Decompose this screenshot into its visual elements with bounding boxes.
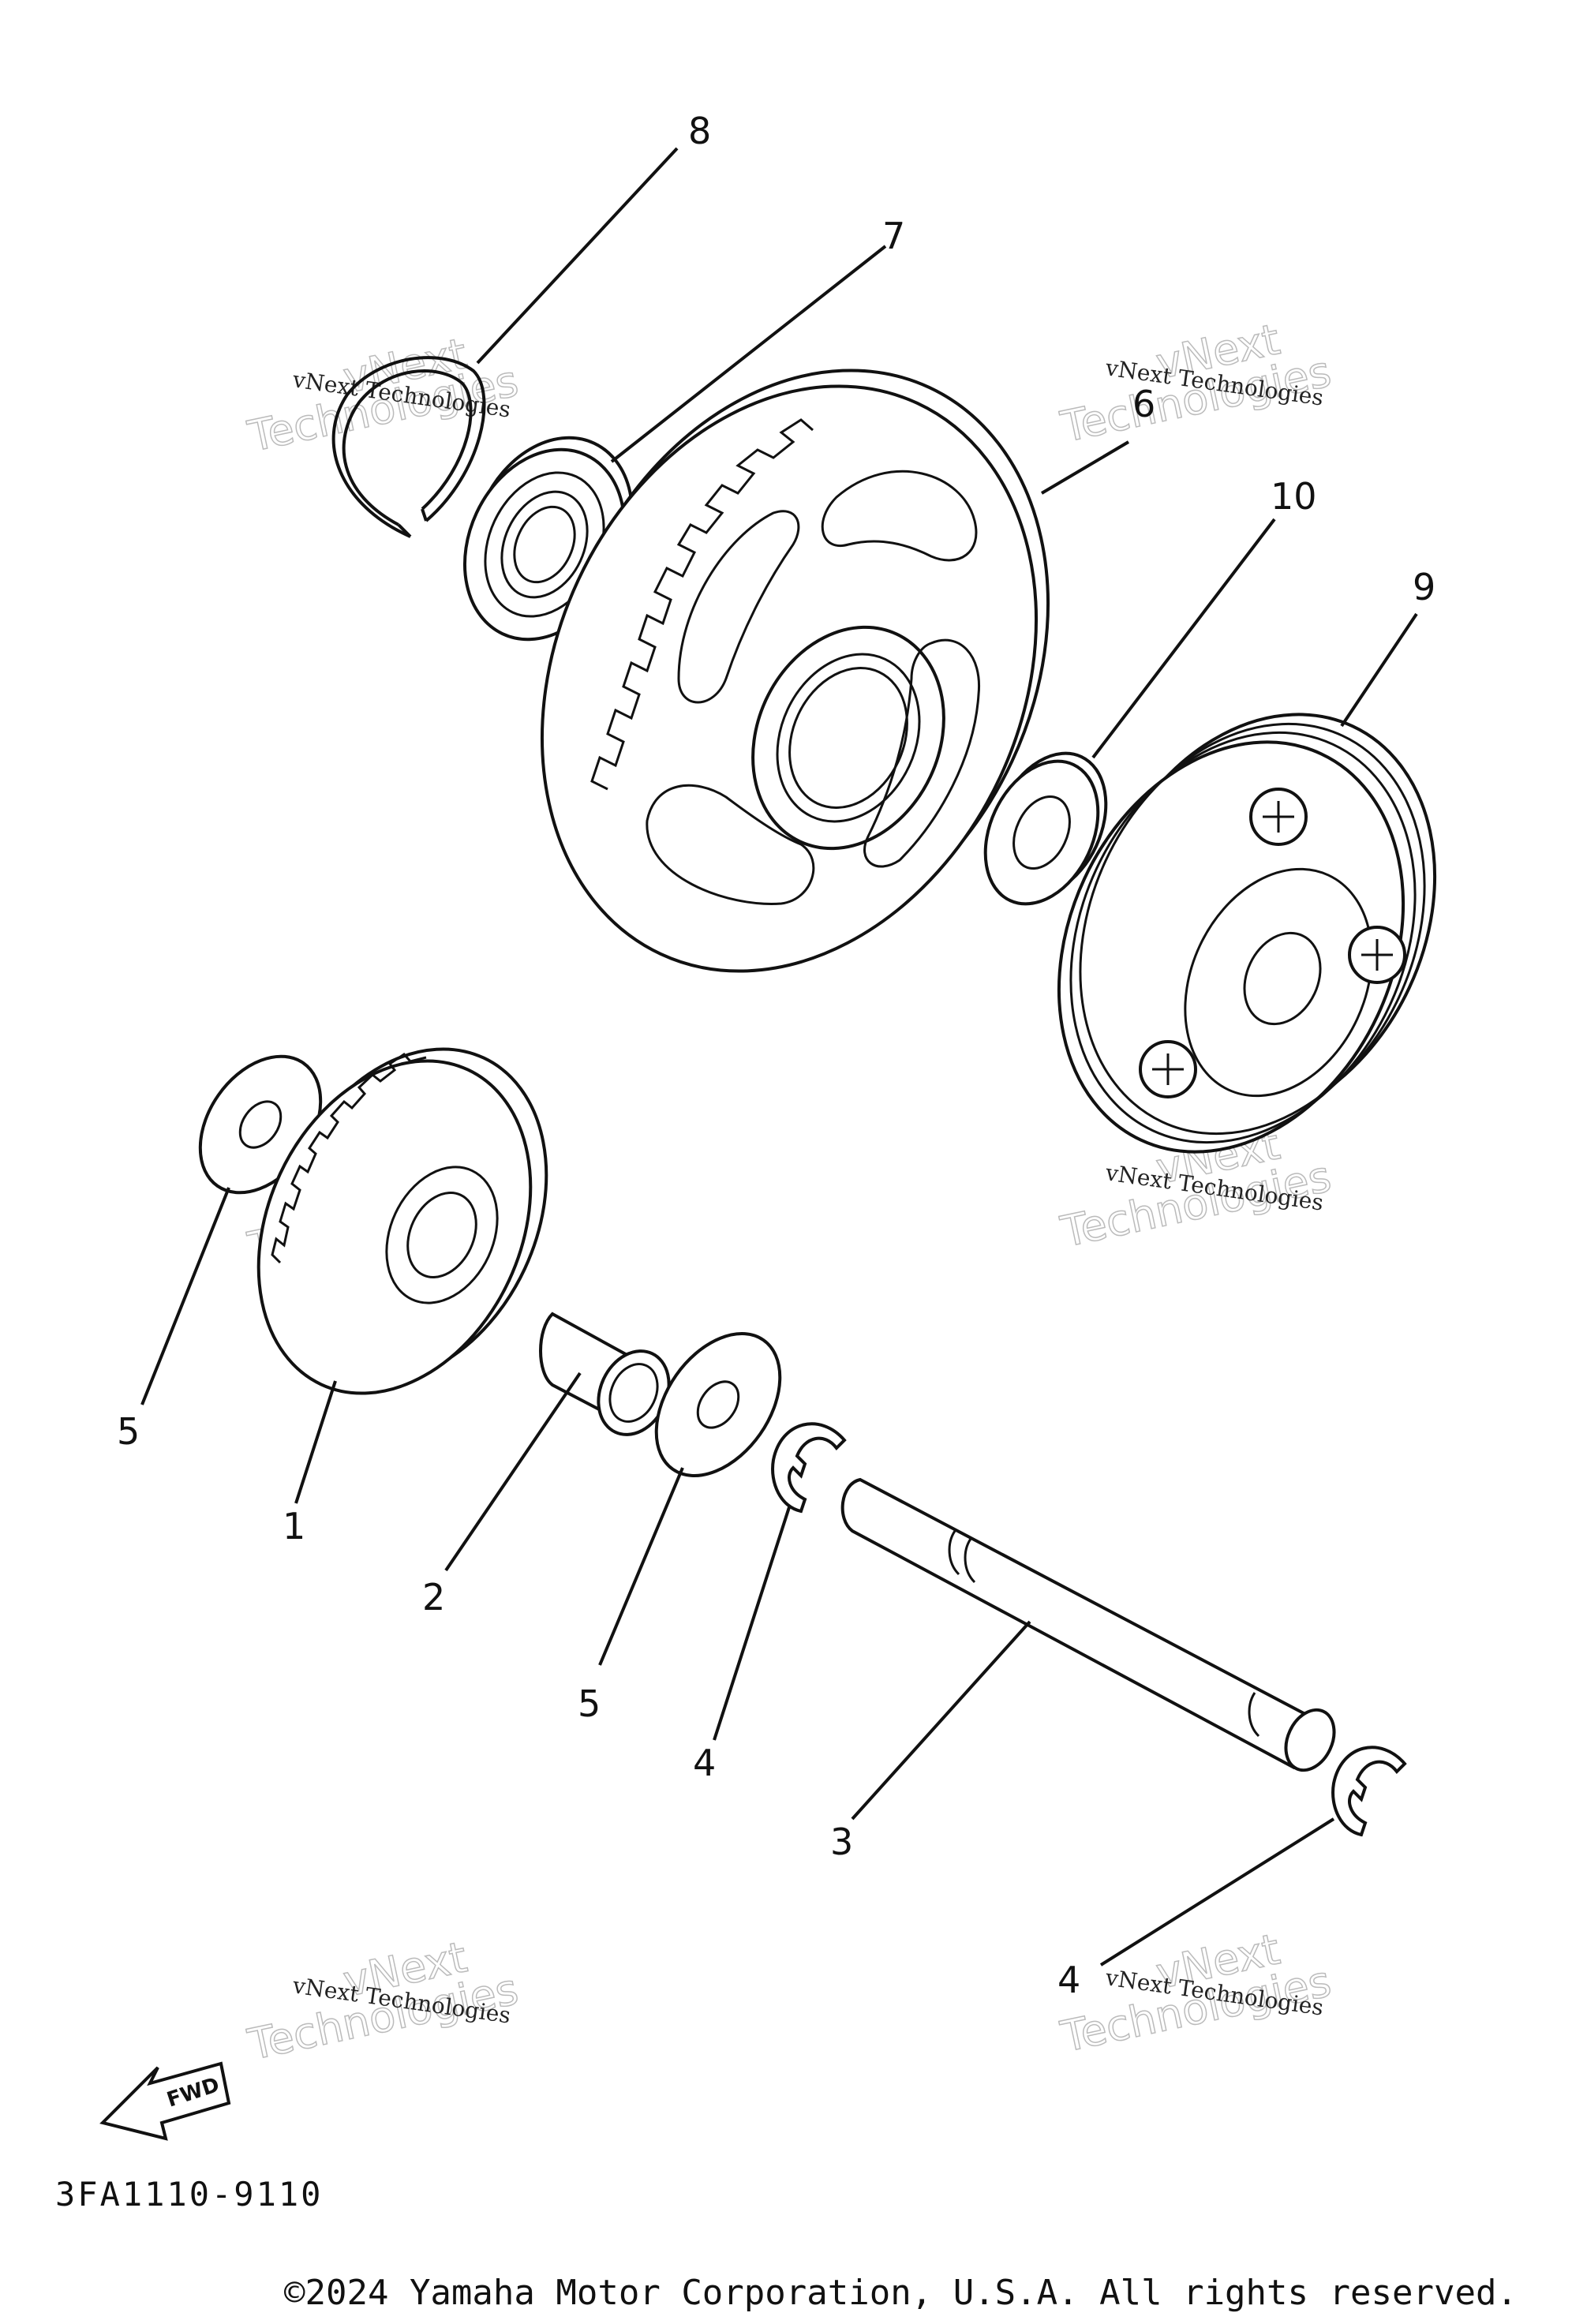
callout-10: 10 — [1271, 475, 1317, 518]
part-6-starter-gear — [541, 369, 1050, 973]
callout-3: 3 — [830, 1821, 853, 1863]
callout-1: 1 — [283, 1505, 305, 1547]
callout-6: 6 — [1132, 383, 1155, 425]
part-8-circlip — [331, 356, 486, 538]
callout-9: 9 — [1413, 566, 1435, 608]
part-2-needle-bearing — [539, 1312, 671, 1436]
part-9-starter-clutch — [1057, 713, 1437, 1154]
fwd-arrow-icon: FWD — [99, 2061, 231, 2141]
watermark-bottom-left: vNext Technologies vNext Technologies — [243, 1932, 523, 2071]
callout-8: 8 — [688, 110, 711, 152]
part-1-idler-gear — [256, 1047, 548, 1395]
callout-5-center: 5 — [578, 1682, 601, 1725]
leader-lines — [140, 147, 1418, 1967]
part-3-shaft — [840, 1477, 1336, 1772]
part-5-washer-center — [654, 1331, 782, 1478]
diagram-code: 3FA1110-9110 — [55, 2175, 323, 2214]
callout-2: 2 — [422, 1576, 445, 1619]
part-10-washer — [983, 751, 1108, 906]
callout-4-upper: 4 — [693, 1742, 716, 1784]
callout-7: 7 — [882, 215, 905, 257]
watermark-bottom-right: vNext Technologies vNext Technologies — [1056, 1924, 1336, 2063]
callout-4-lower: 4 — [1057, 1959, 1080, 2001]
part-4-circlip-lower — [1331, 1746, 1407, 1837]
watermark-top-left: vNext Technologies vNext Technologies — [243, 328, 523, 462]
part-4-circlip-upper — [771, 1422, 847, 1514]
callout-5-left: 5 — [117, 1410, 140, 1453]
watermark-top-right: vNext Technologies vNext Technologies — [1056, 314, 1336, 453]
copyright-notice: ©2024 Yamaha Motor Corporation, U.S.A. A… — [284, 2273, 1518, 2313]
